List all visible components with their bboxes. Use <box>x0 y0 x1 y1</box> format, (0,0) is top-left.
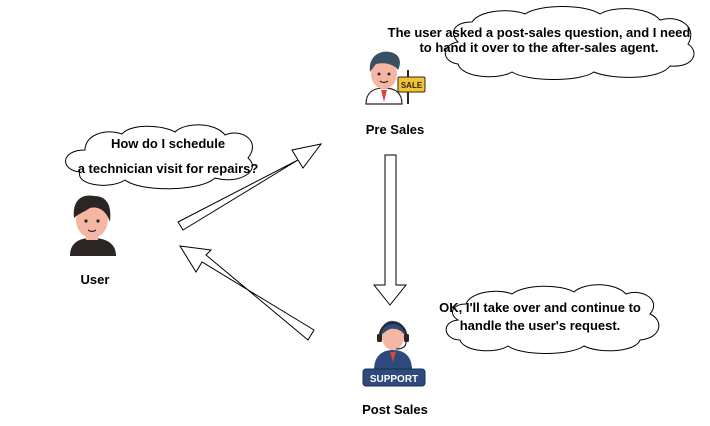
support-agent-icon: SUPPORT <box>362 320 426 387</box>
arrow-user-to-presales <box>177 143 323 231</box>
user-bubble-line-2: a technician visit for repairs? <box>78 161 259 176</box>
sale-sign-text: SALE <box>401 81 423 90</box>
user-speech-cloud <box>65 124 253 190</box>
pre-sales-label: Pre Sales <box>366 122 425 137</box>
user-label: User <box>81 272 110 287</box>
presales-bubble-line-2: to hand it over to the after-sales agent… <box>419 40 658 55</box>
postsales-bubble-line-1: OK, I'll take over and continue to <box>439 300 641 315</box>
postsales-bubble-line-2: handle the user's request. <box>460 318 621 333</box>
arrow-presales-to-postsales <box>372 154 408 306</box>
presales-thought-cloud <box>444 6 695 80</box>
support-badge-text: SUPPORT <box>370 374 418 385</box>
post-sales-label: Post Sales <box>362 402 428 417</box>
user-avatar-icon <box>70 195 116 256</box>
postsales-thought-cloud <box>445 284 660 354</box>
presales-bubble-line-1: The user asked a post-sales question, an… <box>388 25 691 40</box>
user-bubble-line-1: How do I schedule <box>111 136 225 151</box>
arrow-postsales-to-user <box>179 245 315 341</box>
salesman-icon: SALE <box>365 51 426 105</box>
